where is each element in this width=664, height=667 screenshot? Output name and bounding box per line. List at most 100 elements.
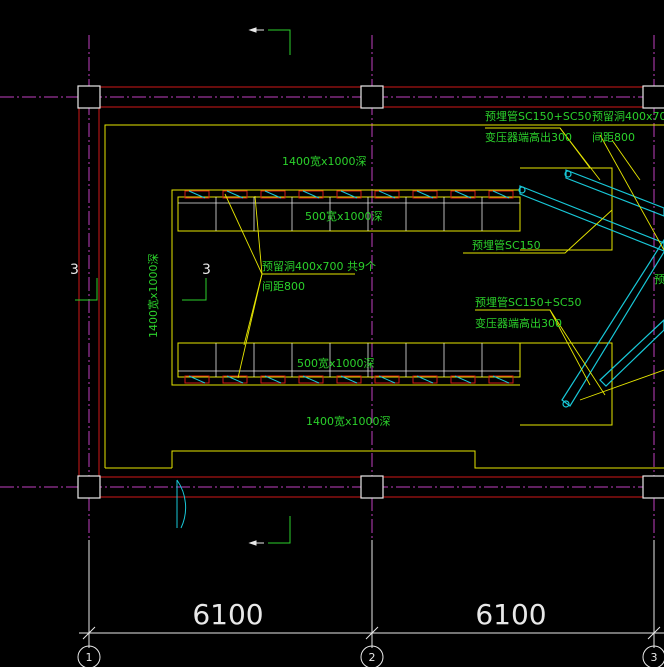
section-mark-top <box>268 29 291 55</box>
reserved-hole-top <box>222 190 248 199</box>
reserved-holes <box>184 190 514 384</box>
reserved-hole-hatch-bottom <box>226 375 244 384</box>
reserved-hole-bottom <box>184 375 210 384</box>
column-3b <box>642 475 664 499</box>
column-3a <box>642 85 664 109</box>
label-channel-top: 500宽x1000深 <box>305 209 383 223</box>
transformer-pad-lower <box>520 342 613 426</box>
pipe-upper-1 <box>519 185 664 252</box>
reserved-hole-hatch-bottom <box>378 375 396 384</box>
reserved-hole-top <box>412 190 438 199</box>
label-trench-top: 1400宽x1000深 <box>282 154 367 168</box>
section-mark-inner-line <box>182 278 207 301</box>
channel-top <box>177 196 521 232</box>
reserved-hole-hatch-bottom <box>454 375 472 384</box>
leader-hole-right <box>599 134 664 251</box>
column-2b <box>360 475 384 499</box>
column-1a <box>77 85 101 109</box>
channel-cells <box>178 197 520 377</box>
leader-holes-4 <box>254 195 263 275</box>
section-mark-left-line <box>75 278 98 301</box>
reserved-hole-top <box>298 190 324 199</box>
trench-outlines <box>104 124 664 469</box>
reserved-hole-hatch-bottom <box>492 375 510 384</box>
reserved-hole-hatch-bottom <box>302 375 320 384</box>
reserved-hole-bottom <box>260 375 286 384</box>
column-1b <box>77 475 101 499</box>
reserved-hole-hatch-top <box>454 190 472 199</box>
leader-holes-3 <box>243 273 263 346</box>
label-pipe-bottom-1: 预埋管SC150+SC50 <box>475 295 582 309</box>
pipe-lower-1 <box>561 238 664 407</box>
reserved-hole-hatch-bottom <box>264 375 282 384</box>
reserved-hole-bottom <box>450 375 476 384</box>
door <box>176 479 187 529</box>
door-swing-arc <box>176 479 187 529</box>
trench-inner-island <box>171 189 520 386</box>
dimension-lines <box>77 540 664 667</box>
dim-tick-1 <box>82 626 96 640</box>
columns <box>77 85 664 499</box>
reserved-hole-hatch-top <box>188 190 206 199</box>
reserved-hole-hatch-top <box>492 190 510 199</box>
label-cut-fragment: 预 <box>654 273 664 286</box>
reserved-hole-bottom <box>298 375 324 384</box>
leader-lines <box>224 127 664 401</box>
grid-axis-lines <box>0 35 664 540</box>
section-number-left: 3 <box>70 262 79 278</box>
reserved-hole-bottom <box>374 375 400 384</box>
trench-bottom-step <box>171 450 664 469</box>
axis-label-1: 1 <box>86 651 93 664</box>
leader-hole-right-2 <box>611 139 641 181</box>
label-channel-bottom: 500宽x1000深 <box>297 356 375 370</box>
section-arrows <box>248 27 264 546</box>
reserved-hole-hatch-bottom <box>340 375 358 384</box>
axis-bubble-2 <box>360 645 384 667</box>
reserved-hole-bottom <box>412 375 438 384</box>
leader-holes-1 <box>224 193 263 275</box>
label-pipe-mid: 预埋管SC150 <box>472 238 541 252</box>
leader-pipe-bottom-2 <box>549 309 591 386</box>
pipe-end-b <box>564 170 572 178</box>
reserved-hole-hatch-top <box>416 190 434 199</box>
section-number-inner: 3 <box>202 262 211 278</box>
label-reserved-holes: 预留洞400x700 共9个 <box>262 260 376 273</box>
dimension-span-1: 6100 <box>192 598 263 631</box>
reserved-hole-top <box>450 190 476 199</box>
trench-outer-outline <box>104 124 664 468</box>
label-pipe-top-1: 预埋管SC150+SC50 <box>485 109 592 123</box>
label-hole-right-2: 间距800 <box>592 131 635 144</box>
section-arrow-top-head <box>248 27 257 33</box>
dimension-span-2: 6100 <box>475 598 546 631</box>
pipe-lower-2 <box>599 319 664 387</box>
reserved-hole-top <box>184 190 210 199</box>
section-marks <box>75 29 291 544</box>
reserved-hole-hatch-bottom <box>416 375 434 384</box>
label-pipe-top-2: 变压器端高出300 <box>485 130 572 144</box>
transformer-pad-upper <box>520 167 613 251</box>
pipe-end-c <box>562 400 570 408</box>
axis-label-3: 3 <box>651 651 658 664</box>
pipe-upper-2 <box>565 169 664 217</box>
label-pipe-bottom-2: 变压器端高出300 <box>475 316 562 330</box>
reserved-hole-hatch-top <box>226 190 244 199</box>
axis-bubble-1 <box>77 645 101 667</box>
reserved-hole-top <box>260 190 286 199</box>
leader-pipe-top-2 <box>559 127 601 181</box>
column-2a <box>360 85 384 109</box>
axis-label-2: 2 <box>369 651 376 664</box>
reserved-hole-hatch-top <box>302 190 320 199</box>
reserved-hole-top <box>488 190 514 199</box>
leader-misc-1 <box>579 369 664 401</box>
reserved-hole-top <box>374 190 400 199</box>
reserved-hole-bottom <box>222 375 248 384</box>
channel-bottom <box>177 342 521 378</box>
label-reserved-holes-spacing: 间距800 <box>262 280 305 293</box>
reserved-hole-bottom <box>336 375 362 384</box>
label-trench-left: 1400宽x1000深 <box>146 254 160 339</box>
reserved-hole-hatch-bottom <box>188 375 206 384</box>
reserved-hole-hatch-top <box>340 190 358 199</box>
section-mark-bottom <box>268 516 291 544</box>
leader-pipe-mid <box>463 209 613 254</box>
